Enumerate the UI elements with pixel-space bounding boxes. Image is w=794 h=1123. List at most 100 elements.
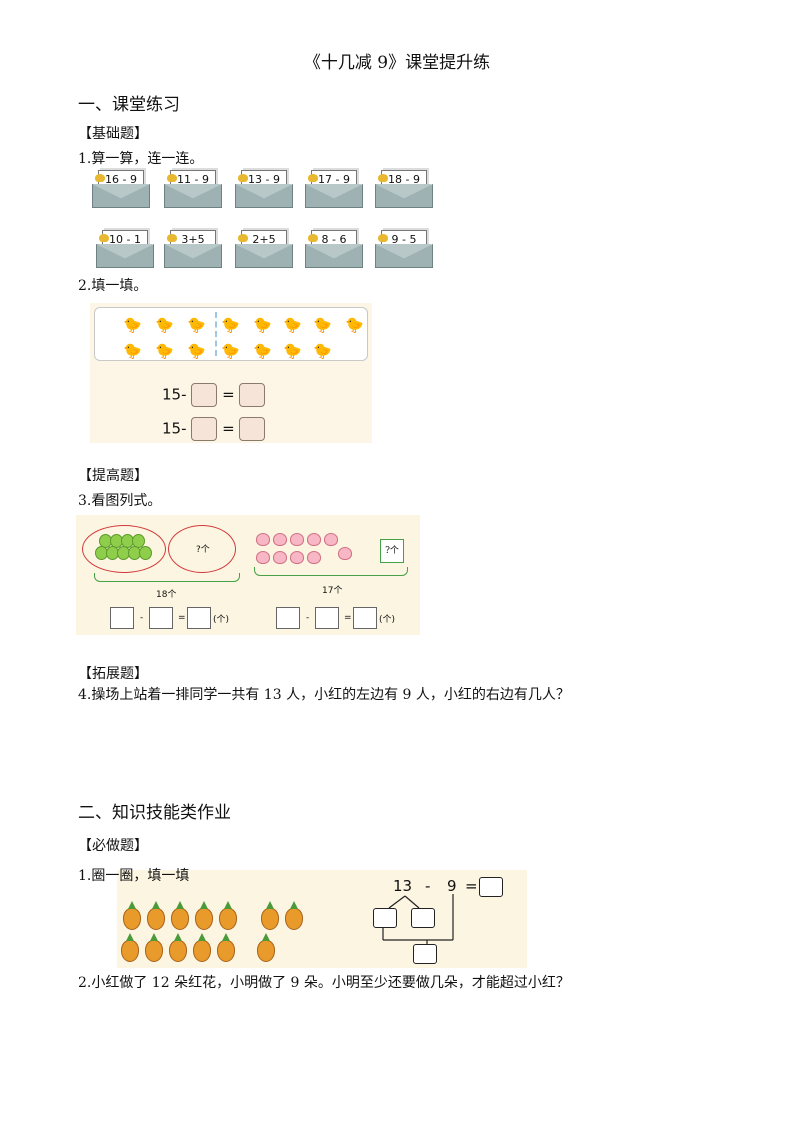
bird-icon: 🐤 <box>123 316 142 334</box>
question-3: 3.看图列式。 <box>78 493 162 509</box>
envelope-card[interactable]: 8 - 6 <box>305 230 363 268</box>
unknown-group: ?个 <box>168 525 236 573</box>
pineapple-icon <box>145 940 163 962</box>
pineapple-icon <box>123 908 141 930</box>
fill-row-label: 15- <box>162 385 187 404</box>
envelope-label: 8 - 6 <box>321 233 347 246</box>
bird-icon: 🐤 <box>253 342 272 360</box>
bird-icon <box>308 174 318 182</box>
pineapple-icon <box>285 908 303 930</box>
pineapple-icon <box>169 940 187 962</box>
answer-box[interactable] <box>149 607 173 629</box>
unit-label: (个) <box>213 615 230 625</box>
total-label-right: 17个 <box>322 586 343 596</box>
envelope-card[interactable]: 17 - 9 <box>305 170 363 208</box>
answer-box[interactable] <box>110 607 134 629</box>
question-2: 2.填一填。 <box>78 278 148 294</box>
answer-box[interactable] <box>315 607 339 629</box>
equals-sign: = <box>222 385 235 404</box>
answer-box[interactable] <box>187 607 211 629</box>
envelope-card[interactable]: 9 - 5 <box>375 230 433 268</box>
bird-icon: 🐤 <box>221 342 240 360</box>
envelope-card[interactable]: 16 - 9 <box>92 170 150 208</box>
answer-box[interactable] <box>373 908 397 928</box>
apple-group <box>82 525 166 573</box>
split-lines <box>382 894 454 950</box>
bird-icon <box>167 234 177 242</box>
bird-icon: 🐤 <box>313 316 332 334</box>
extension-tag: 【拓展题】 <box>78 666 148 682</box>
pineapple-icon <box>171 908 189 930</box>
bird-icon <box>238 234 248 242</box>
envelope-label: 13 - 9 <box>248 173 280 186</box>
answer-box[interactable] <box>353 607 377 629</box>
bird-icon <box>238 174 248 182</box>
pineapple-icon <box>257 940 275 962</box>
envelope-label: 10 - 1 <box>109 233 141 246</box>
pineapple-icon <box>219 908 237 930</box>
envelope-label: 3+5 <box>181 233 205 246</box>
bird-icon: 🐤 <box>155 316 174 334</box>
answer-box[interactable] <box>191 417 218 441</box>
bird-icon: 🐤 <box>283 316 302 334</box>
envelope-label: 18 - 9 <box>388 173 420 186</box>
subtrahend: 9 <box>447 877 457 895</box>
answer-box[interactable] <box>411 908 435 928</box>
question-2-2: 2.小红做了 12 朵红花，小明做了 9 朵。小明至少还要做几朵，才能超过小红？ <box>78 975 570 991</box>
pineapple-icon <box>193 940 211 962</box>
question-2-1: 1.圈一圈，填一填 <box>78 868 190 884</box>
unknown-label: ?个 <box>196 545 210 555</box>
pineapple-icon <box>121 940 139 962</box>
equals-sign: = <box>465 877 478 895</box>
worksheet-title: 《十几减 9》课堂提升练 <box>303 53 491 73</box>
divider-dashed <box>215 312 217 356</box>
pineapple-icon <box>147 908 165 930</box>
bird-icon <box>95 174 105 182</box>
pineapple-icon <box>261 908 279 930</box>
answer-box[interactable] <box>276 607 300 629</box>
bird-icon: 🐤 <box>253 316 272 334</box>
bird-icon: 🐤 <box>123 342 142 360</box>
fill-row-label: 15- <box>162 419 187 438</box>
bird-icon <box>378 174 388 182</box>
envelope-card[interactable]: 18 - 9 <box>375 170 433 208</box>
answer-box[interactable] <box>239 417 266 441</box>
section-1-heading: 一、课堂练习 <box>78 95 180 115</box>
envelope-label: 2+5 <box>252 233 276 246</box>
bird-icon <box>167 174 177 182</box>
envelope-card[interactable]: 2+5 <box>235 230 293 268</box>
answer-box[interactable] <box>479 877 503 897</box>
minuend: 13 <box>393 877 413 895</box>
envelope-card[interactable]: 10 - 1 <box>96 230 154 268</box>
brace-left <box>94 573 240 582</box>
bird-icon <box>378 234 388 242</box>
bird-icon: 🐤 <box>313 342 332 360</box>
envelope-card[interactable]: 3+5 <box>164 230 222 268</box>
bird-icon: 🐤 <box>155 342 174 360</box>
advanced-tag: 【提高题】 <box>78 468 148 484</box>
envelope-card[interactable]: 11 - 9 <box>164 170 222 208</box>
total-label-left: 18个 <box>156 590 177 600</box>
minus-sign: - <box>425 877 431 895</box>
envelope-card[interactable]: 13 - 9 <box>235 170 293 208</box>
question-1: 1.算一算，连一连。 <box>78 151 204 167</box>
question-4: 4.操场上站着一排同学一共有 13 人，小红的左边有 9 人，小红的右边有几人？ <box>78 687 570 703</box>
bird-icon: 🐤 <box>187 316 206 334</box>
must-do-tag: 【必做题】 <box>78 838 148 854</box>
section-2-heading: 二、知识技能类作业 <box>78 803 231 823</box>
envelope-label: 11 - 9 <box>177 173 209 186</box>
unit-label: (个) <box>379 615 396 625</box>
answer-box[interactable] <box>191 383 218 407</box>
bird-icon <box>99 234 109 242</box>
bird-box: 🐤 🐤 🐤 🐤 🐤 🐤 🐤 🐤 🐤 🐤 🐤 🐤 🐤 🐤 🐤 <box>94 307 368 361</box>
fill-panel: 🐤 🐤 🐤 🐤 🐤 🐤 🐤 🐤 🐤 🐤 🐤 🐤 🐤 🐤 🐤 15- = 15- … <box>90 303 372 443</box>
envelope-label: 9 - 5 <box>391 233 417 246</box>
unknown-box: ?个 <box>380 539 404 563</box>
answer-box[interactable] <box>413 944 437 964</box>
bird-icon: 🐤 <box>345 316 364 334</box>
fill-row: 15- = <box>162 383 266 407</box>
bird-icon <box>308 234 318 242</box>
answer-box[interactable] <box>239 383 266 407</box>
basic-tag: 【基础题】 <box>78 126 148 142</box>
pineapple-icon <box>195 908 213 930</box>
